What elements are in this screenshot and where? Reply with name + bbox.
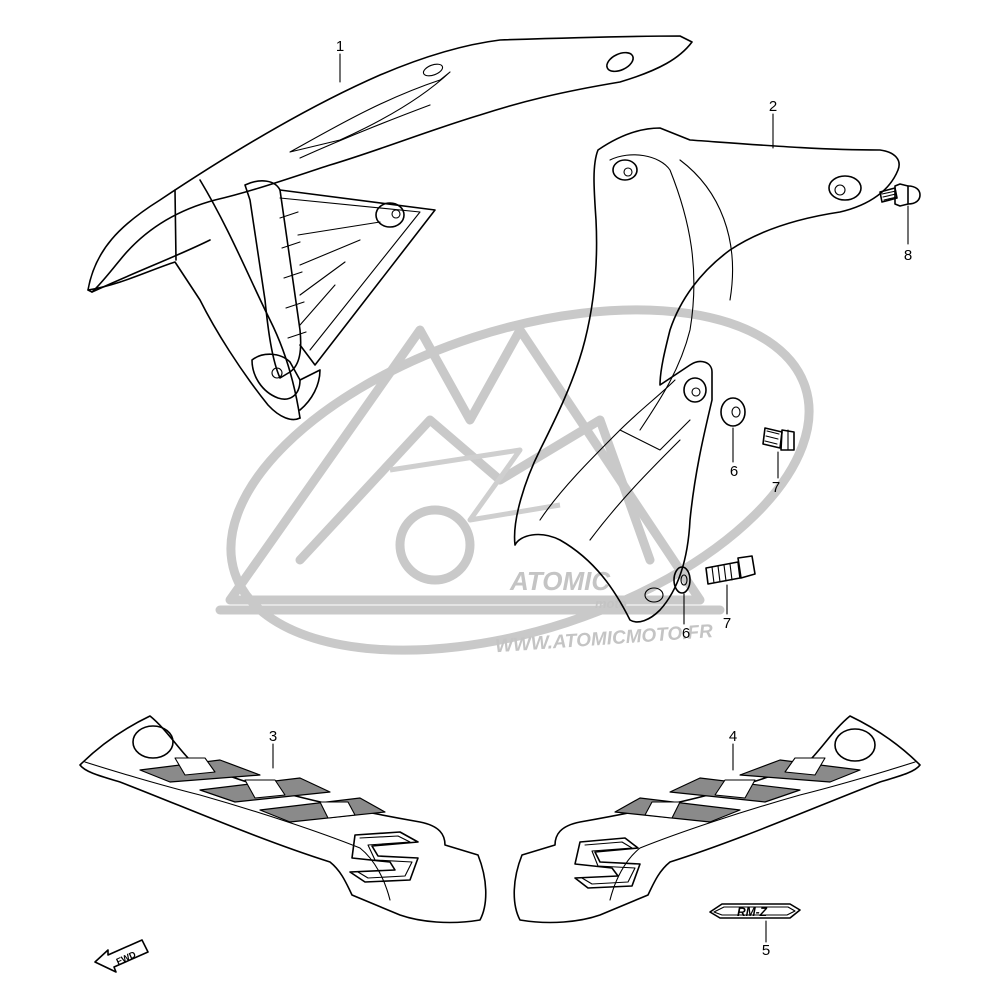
label-part-5: 5 [762,942,770,959]
callout-leaders [272,53,909,943]
label-part-7-lower: 7 [723,615,731,632]
label-part-4: 4 [729,728,737,745]
part-1-radiator-shroud-left [87,35,693,421]
part-2-radiator-shroud-right [513,127,900,623]
label-part-3: 3 [269,728,277,745]
label-part-1: 1 [336,38,344,55]
part-4-decal-right [513,715,921,924]
label-part-7-upper: 7 [772,479,780,496]
label-part-2: 2 [769,98,777,115]
watermark-brand: ATOMIC [509,566,611,596]
part-5-emblem: RM-Z [709,903,801,919]
label-part-6-upper: 6 [730,463,738,480]
part-7-bolt-upper [762,427,795,451]
fwd-arrow-icon: FWD [94,939,149,973]
part-7-bolt-lower [705,555,756,585]
callout-labels: 1 2 3 4 5 6 6 7 7 8 [269,38,912,959]
emblem-text: RM-Z [737,905,768,919]
label-part-6-lower: 6 [682,625,690,642]
part-6-washer-upper [720,397,746,427]
watermark-sub: moto [595,596,627,611]
part-3-decal-left [79,715,487,924]
watermark-logo: ATOMIC moto WWW.ATOMICMOTO.FR [215,305,814,657]
fwd-label: FWD [115,949,138,967]
part-6-washer-lower [673,566,691,594]
part-8-bolt [879,183,921,207]
label-part-8: 8 [904,247,912,264]
